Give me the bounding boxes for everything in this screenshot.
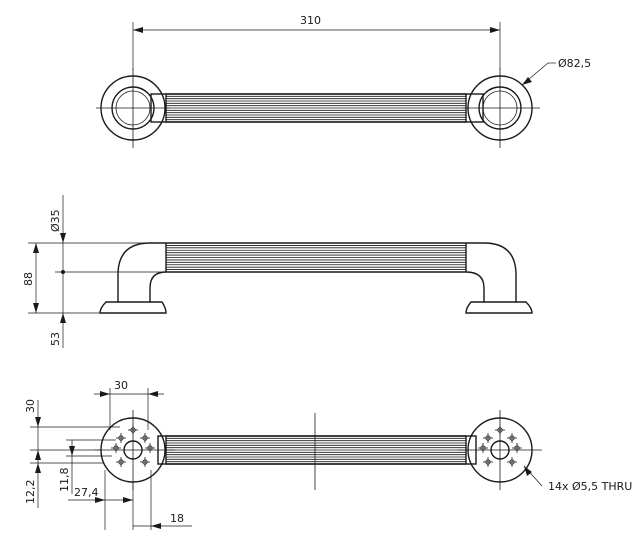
dim-offset-11-8: 11,8 <box>58 468 71 493</box>
bar-ribs-side <box>166 245 466 270</box>
top-view: 310 Ø82,5 <box>96 14 591 148</box>
dim-hole-pattern-height: 30 <box>24 399 37 413</box>
left-flange-top <box>96 68 170 148</box>
right-flange-top <box>463 68 540 148</box>
dim-projection-88: 88 <box>22 272 35 286</box>
dim-offset-27-4: 27,4 <box>74 486 99 499</box>
mounting-holes-left <box>111 425 155 467</box>
dim-offset-12-2: 12,2 <box>24 480 37 505</box>
dim-height-53: 53 <box>49 332 62 346</box>
right-flange-bottom <box>458 410 542 490</box>
hole-callout: 14x Ø5,5 THRU <box>548 480 632 493</box>
bar-ribs-top <box>166 95 466 121</box>
bottom-view: 30 30 12,2 11,8 27,4 18 14x Ø5,5 <box>24 379 632 530</box>
bar-ribs-bottom <box>166 437 466 463</box>
mounting-holes-right <box>478 425 522 467</box>
left-flange-bottom <box>95 410 175 490</box>
dim-offset-18: 18 <box>170 512 184 525</box>
dim-tube-diameter: Ø35 <box>49 209 62 232</box>
dim-hole-pattern-width: 30 <box>114 379 128 392</box>
dim-flange-diameter: Ø82,5 <box>558 57 591 70</box>
dim-length-310: 310 <box>300 14 321 27</box>
side-view: Ø35 88 53 <box>22 195 533 348</box>
